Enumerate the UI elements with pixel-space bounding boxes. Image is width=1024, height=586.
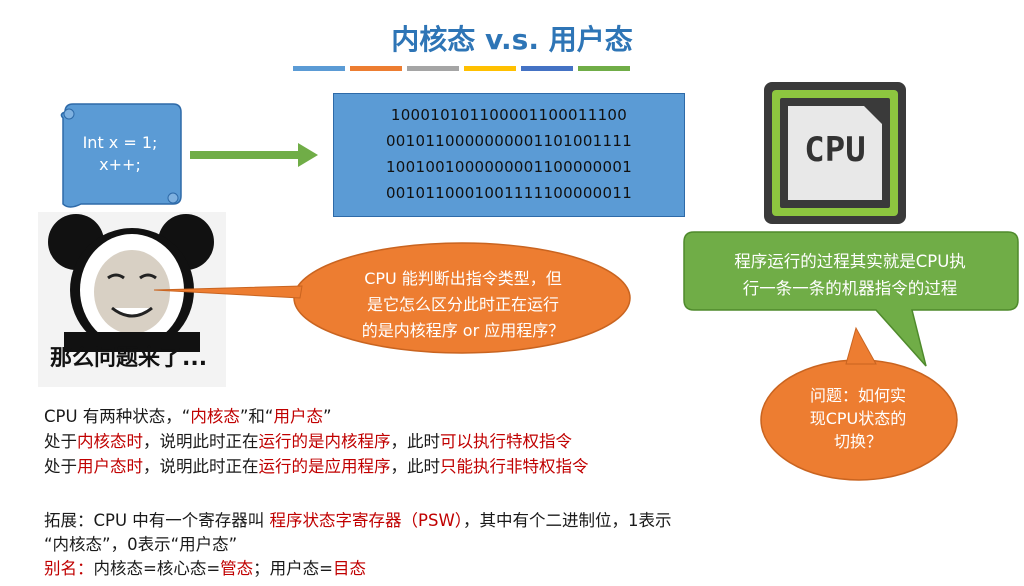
title-stripe xyxy=(578,66,630,71)
text: ”和“ xyxy=(239,407,274,426)
right-arrow-icon xyxy=(190,143,318,167)
cpu-chip-label: CPU xyxy=(804,130,866,170)
panda-meme-image xyxy=(38,212,226,387)
text: 拓展：CPU 中有一个寄存器叫 xyxy=(44,511,270,530)
title-stripe xyxy=(464,66,516,71)
binary-line-3: 1001001000000001100000001 xyxy=(385,158,633,176)
text: ；用户态= xyxy=(253,559,333,578)
paragraph-user-mode: 处于用户态时，说明此时正在运行的是应用程序，此时只能执行非特权指令 xyxy=(44,455,589,479)
question-bubble-shape xyxy=(153,242,631,354)
highlight: 运行的是应用程序 xyxy=(258,457,391,476)
text: CPU 有两种状态，“ xyxy=(44,407,191,426)
highlight: 只能执行非特权指令 xyxy=(440,457,589,476)
text: ，说明此时正在 xyxy=(143,432,259,451)
switch-question-text: 问题：如何实 现CPU状态的 切换？ xyxy=(788,384,928,453)
paragraph-aliases: 别名：内核态=核心态=管态；用户态=目态 xyxy=(44,557,366,581)
text: “内核态”，0表示“用户态” xyxy=(44,535,238,554)
switch-question-line-1: 问题：如何实 xyxy=(809,386,906,405)
question-line-3: 的是内核程序 or 应用程序？ xyxy=(361,321,565,340)
highlight: 用户态时 xyxy=(77,457,143,476)
paragraph-two-states: CPU 有两种状态，“内核态”和“用户态” xyxy=(44,405,332,429)
psw-highlight: 程序状态字寄存器（PSW） xyxy=(269,511,464,530)
paragraph-psw-cont: “内核态”，0表示“用户态” xyxy=(44,533,237,557)
code-scroll-shape xyxy=(60,103,182,208)
text: 内核态=核心态= xyxy=(93,559,221,578)
machine-code-box: 10001010110000110001110​0 00101100000000… xyxy=(333,93,685,217)
switch-question-line-3: 切换？ xyxy=(833,432,882,451)
text: 处于 xyxy=(44,432,77,451)
title-stripe xyxy=(521,66,573,71)
title-stripe xyxy=(350,66,402,71)
switch-question-bubble-shape xyxy=(760,326,958,481)
title-stripe xyxy=(407,66,459,71)
text: ，此时 xyxy=(390,432,441,451)
meme-caption: 那么问题来了... xyxy=(50,346,208,371)
binary-line-2: 0010110000000001101001111 xyxy=(385,132,633,150)
explanation-line-2: 行一条一条的机器指令的过程 xyxy=(742,279,958,298)
text: ，说明此时正在 xyxy=(143,457,259,476)
page-title: 内核态 v.s. 用户态 xyxy=(391,23,633,56)
question-bubble-text: CPU 能判断出指令类型，但 是它怎么区分此时正在运行 的是内核程序 or 应用… xyxy=(318,266,608,344)
text: ” xyxy=(322,407,332,426)
paragraph-kernel-mode: 处于内核态时，说明此时正在运行的是内核程序，此时可以执行特权指令 xyxy=(44,430,572,454)
title-stripe xyxy=(293,66,345,71)
paragraph-psw: 拓展：CPU 中有一个寄存器叫 程序状态字寄存器（PSW），其中有个二进制位，1… xyxy=(44,509,672,533)
code-snippet: Int x = 1; x++; xyxy=(68,132,172,176)
explanation-bubble-text: 程序运行的过程其实就是CPU执 行一条一条的机器指令的过程 xyxy=(694,248,1006,302)
highlight: 运行的是内核程序 xyxy=(258,432,391,451)
highlight: 可以执行特权指令 xyxy=(440,432,572,451)
question-line-1: CPU 能判断出指令类型，但 xyxy=(364,269,562,288)
code-line-2: x++; xyxy=(99,155,141,174)
explanation-bubble-shape xyxy=(683,231,1019,367)
highlight: 内核态时 xyxy=(77,432,143,451)
highlight: 目态 xyxy=(332,559,366,578)
code-line-1: Int x = 1; xyxy=(82,133,158,152)
cpu-chip-icon xyxy=(764,82,906,224)
switch-question-line-2: 现CPU状态的 xyxy=(809,409,907,428)
kernel-mode-highlight: 内核态 xyxy=(190,407,240,426)
explanation-line-1: 程序运行的过程其实就是CPU执 xyxy=(734,252,966,271)
binary-line-4: 0010110001001111100000011 xyxy=(385,184,633,202)
text: ，其中有个二进制位，1表示 xyxy=(463,511,672,530)
text: ，此时 xyxy=(390,457,441,476)
alias-label: 别名： xyxy=(44,559,94,578)
text: 处于 xyxy=(44,457,77,476)
highlight: 管态 xyxy=(220,559,254,578)
binary-line-1: 10001010110000110001110​0 xyxy=(390,106,628,124)
user-mode-highlight: 用户态 xyxy=(273,407,323,426)
question-line-2: 是它怎么区分此时正在运行 xyxy=(366,295,559,314)
